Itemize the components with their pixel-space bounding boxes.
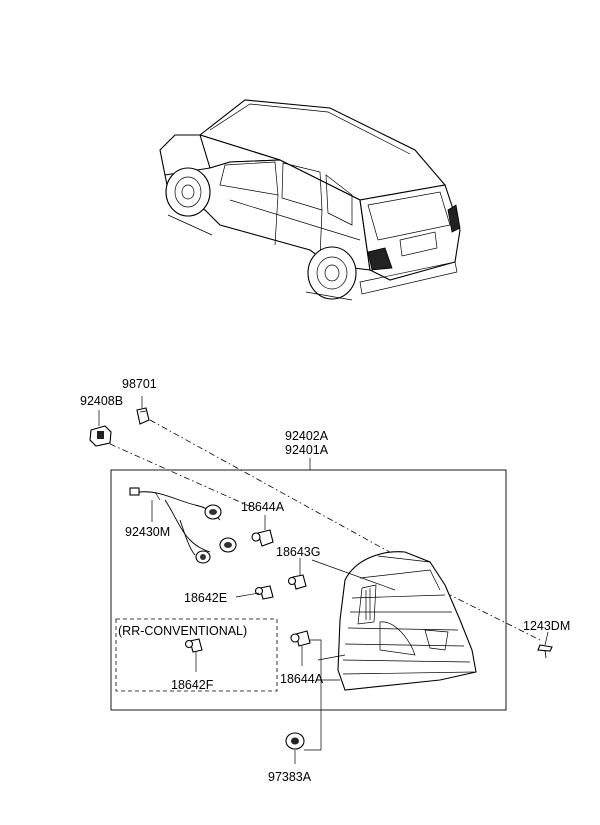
suv-vehicle-illustration [159, 99, 461, 301]
label-98701: 98701 [122, 377, 157, 391]
label-92402A: 92402A [285, 429, 329, 443]
label-1243DM: 1243DM [523, 619, 570, 633]
label-18644A-bottom: 18644A [280, 672, 324, 686]
label-97383A: 97383A [268, 770, 312, 784]
part-92408B-connector [89, 410, 112, 447]
label-18643G: 18643G [276, 545, 320, 559]
part-92401A-rear-combination-lamp [337, 551, 477, 691]
part-18642F-bulb [184, 638, 203, 672]
part-97383A-grommet [285, 732, 305, 764]
label-rr-conventional: (RR-CONVENTIONAL) [118, 624, 247, 638]
label-18642E: 18642E [184, 591, 227, 605]
part-1243DM-screw [537, 631, 553, 659]
label-92408B: 92408B [80, 394, 123, 408]
part-18644A-bulb-top [251, 515, 274, 547]
part-18644A-bulb-bottom [290, 630, 311, 666]
assembly-frame [110, 469, 507, 711]
label-92401A: 92401A [285, 443, 329, 457]
part-18642E-bulb [235, 585, 274, 600]
part-98701-clip [136, 396, 150, 425]
label-18642F: 18642F [171, 678, 214, 692]
rr-conventional-frame [115, 618, 278, 692]
label-92430M: 92430M [125, 525, 170, 539]
part-18643G-bulb [287, 558, 307, 590]
label-18644A-top: 18644A [241, 500, 285, 514]
part-92430M-wiring-harness [129, 487, 237, 564]
